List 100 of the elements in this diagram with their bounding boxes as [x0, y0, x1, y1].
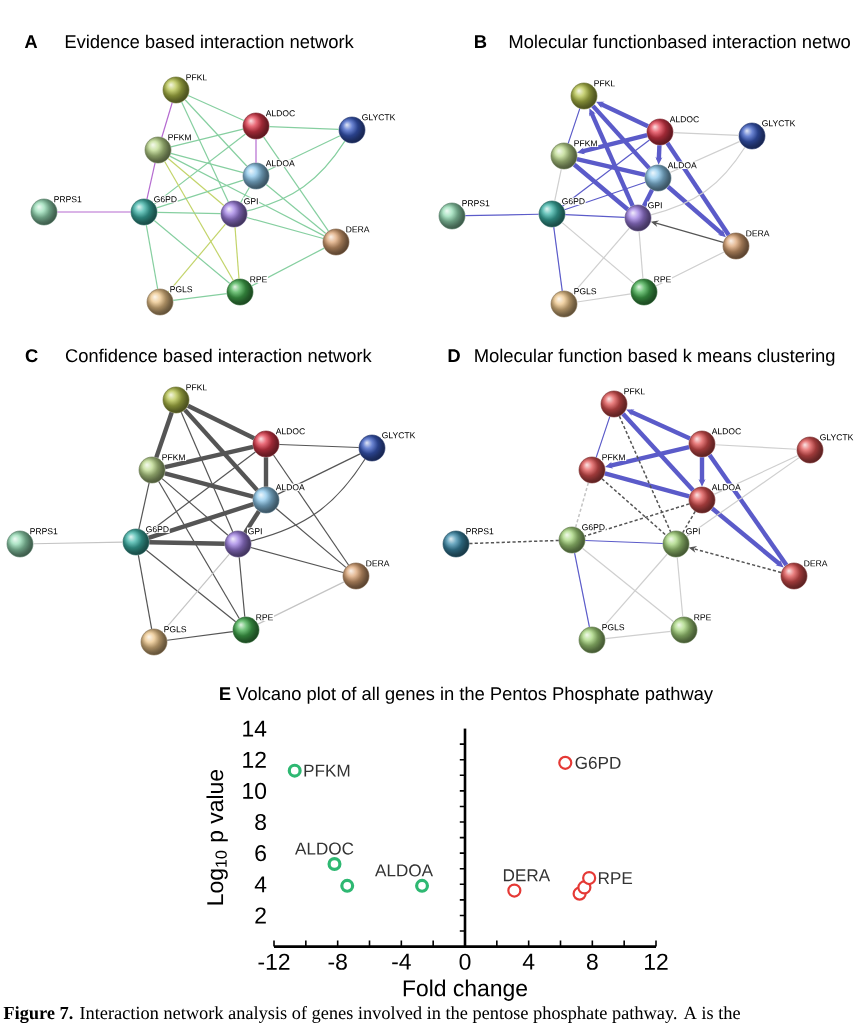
sphere-node [624, 204, 652, 232]
connector-line [156, 211, 222, 215]
connector-line [618, 415, 672, 533]
sphere-node [550, 290, 578, 318]
sphere-node [570, 82, 598, 110]
sphere-node [138, 456, 166, 484]
connector-line [676, 556, 684, 618]
sphere-node [688, 486, 716, 514]
sphere-node [558, 526, 586, 554]
connector-line [464, 213, 540, 217]
connector-line [153, 133, 247, 205]
connector-line [145, 549, 237, 623]
connector-line [655, 251, 725, 287]
connector-line [172, 293, 228, 301]
connector-line [167, 223, 227, 293]
sphere-node [6, 530, 34, 558]
x-tick-label: -12 [258, 953, 290, 970]
y-axis-title: Log$_{10}$ p value [206, 769, 228, 905]
connector-line [138, 482, 150, 530]
annotation: ALDOA [375, 864, 434, 877]
connector-line [275, 507, 347, 568]
connector-line [184, 99, 248, 167]
point [327, 857, 342, 872]
sphere-node [338, 116, 366, 144]
sphere-node [162, 386, 190, 414]
sphere-node [146, 288, 174, 316]
x-tick-label: -8 [328, 953, 347, 970]
sphere-node [780, 562, 808, 590]
connector-line [240, 186, 250, 204]
sphere-node [122, 528, 150, 556]
connector-line [600, 553, 668, 631]
connector-line [572, 162, 630, 212]
arrow [710, 506, 784, 568]
connector-line [468, 539, 560, 545]
connector-line [574, 482, 590, 528]
annotation: PFKM [304, 764, 350, 777]
sphere-node [670, 616, 698, 644]
panel-letter: B [475, 35, 487, 48]
annotation: G6PD [575, 756, 621, 769]
arrow [589, 108, 635, 207]
sphere-node [578, 456, 606, 484]
connector-line [707, 453, 789, 567]
arrow [596, 101, 649, 129]
sphere-node [232, 616, 260, 644]
connector-line [595, 416, 611, 458]
x-axis-title: Fold change [403, 979, 527, 1001]
sphere-node [322, 228, 350, 256]
point [582, 870, 597, 886]
connector-line [669, 140, 741, 174]
panel-letter: A [24, 35, 38, 48]
sphere-node [224, 530, 252, 558]
sphere-node [738, 122, 766, 150]
connector-line [572, 227, 630, 295]
sphere-node [242, 112, 270, 140]
connector-line [164, 471, 254, 499]
connector-line [153, 219, 231, 285]
panel-letter: C [25, 349, 38, 363]
connector-line [148, 502, 254, 540]
sphere-node [600, 390, 628, 418]
y-tick-label: 4 [254, 876, 267, 893]
sphere-node [796, 436, 824, 464]
connector-line [561, 222, 635, 284]
panel-letter: D [448, 349, 460, 362]
connector-line [250, 458, 366, 542]
connector-line [714, 444, 798, 450]
sphere-node [722, 232, 750, 260]
sphere-node [646, 118, 674, 146]
connector-line [145, 224, 159, 290]
connector-line [574, 552, 590, 628]
connector-line [137, 554, 153, 630]
sphere-node [644, 164, 672, 192]
connector-line [277, 453, 361, 495]
connector-line [567, 108, 581, 144]
connector-line [257, 581, 345, 625]
connector-line [246, 216, 324, 240]
connector-line [164, 444, 254, 470]
y-tick-label: 10 [243, 782, 267, 799]
connector-line [562, 139, 650, 207]
sphere-node [438, 202, 466, 230]
connector-line [682, 510, 696, 534]
connector-line [576, 293, 632, 303]
connector-line [581, 547, 675, 623]
chart-title: E Volcano plot of all genes in the Pentos Phosphate pathway [220, 686, 713, 704]
connector-line [170, 128, 244, 148]
connector-line [553, 226, 563, 292]
connector-line [583, 503, 691, 537]
connector-line [713, 454, 799, 495]
sphere-node [130, 198, 158, 226]
sphere-node [538, 200, 566, 228]
connector-line [167, 157, 225, 206]
y-tick-label: 12 [243, 751, 266, 768]
connector-line [154, 411, 174, 459]
sphere-node [242, 162, 270, 190]
point [507, 883, 522, 898]
panel-title: Evidence based interaction network [65, 34, 354, 49]
connector-line [650, 146, 746, 216]
connector-line [238, 556, 246, 618]
sphere-node [144, 136, 172, 164]
connector-line [604, 630, 672, 640]
connector-line [161, 102, 173, 138]
